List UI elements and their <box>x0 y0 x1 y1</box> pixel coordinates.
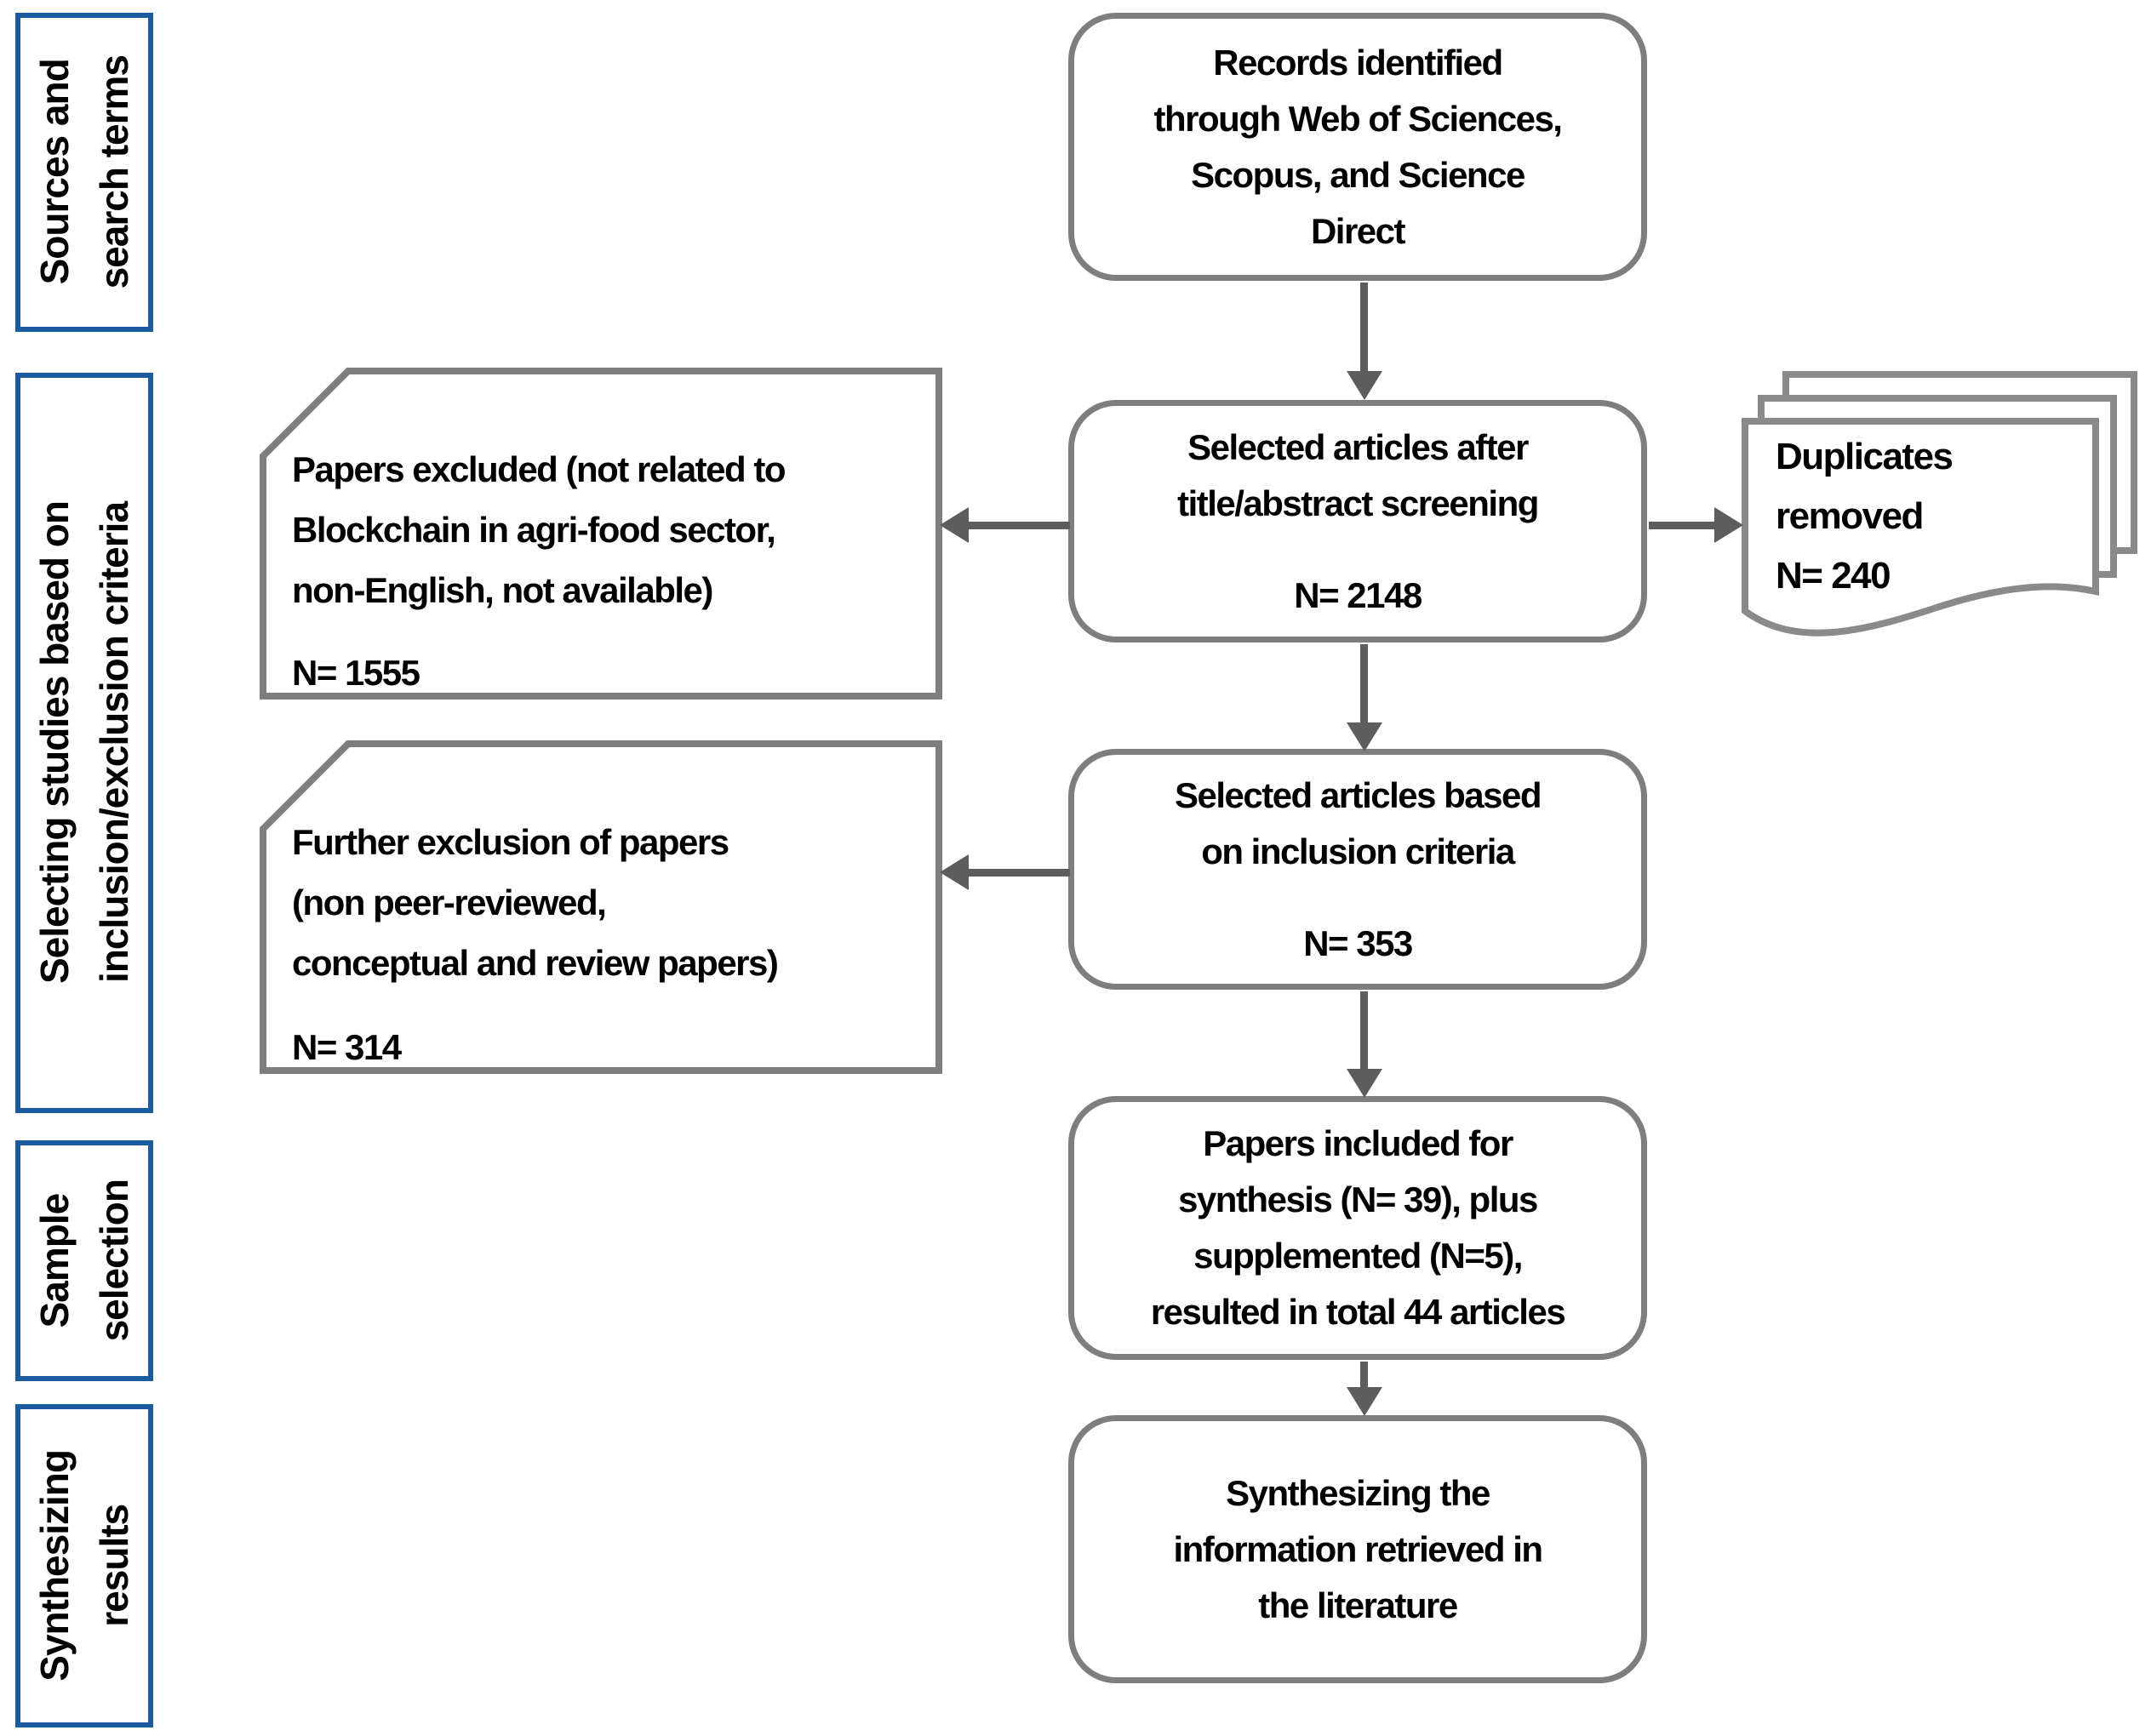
stage-box-synthesizing-results: Synthesizing results <box>15 1404 153 1727</box>
arrowhead-left-icon <box>940 854 969 890</box>
further-exclusion-box: Further exclusion of papers (non peer-re… <box>260 740 942 1074</box>
stage-box-selecting-studies: Selecting studies based on inclusion/exc… <box>15 373 153 1113</box>
notched-box-shape <box>260 368 942 700</box>
stage-box-sources-search-terms: Sources and search terms <box>15 13 153 332</box>
arrowhead-right-icon <box>1714 507 1743 543</box>
arrowhead-down-icon <box>1347 371 1382 400</box>
duplicates-removed-card: Duplicates removed N= 240 <box>1736 366 2145 655</box>
screening-text: Selected articles after title/abstract s… <box>1177 426 1539 523</box>
papers-excluded-box: Papers excluded (not related to Blockcha… <box>260 368 942 700</box>
inclusion-text: Selected articles based on inclusion cri… <box>1174 774 1542 871</box>
stage-box-sample-selection: Sample selection <box>15 1140 153 1381</box>
screening-count: N= 2148 <box>1294 574 1422 615</box>
stage-label: Sample selection <box>32 1179 136 1342</box>
records-identified-text: Records identified through Web of Scienc… <box>1153 42 1563 251</box>
arrowhead-down-icon <box>1347 1069 1382 1098</box>
inclusion-criteria-box: Selected articles based on inclusion cri… <box>1068 749 1647 990</box>
arrowhead-down-icon <box>1347 1387 1382 1416</box>
notched-box-shape <box>260 740 942 1074</box>
arrowhead-down-icon <box>1347 722 1382 751</box>
papers-excluded-text: Papers excluded (not related to Blockcha… <box>292 449 787 610</box>
arrowhead-left-icon <box>940 507 969 543</box>
stage-label: Sources and search terms <box>32 55 136 289</box>
duplicates-removed-text: Duplicates removed N= 240 <box>1776 436 1954 597</box>
title-abstract-screening-box: Selected articles after title/abstract s… <box>1068 400 1647 642</box>
papers-excluded-count: N= 1555 <box>292 653 420 693</box>
further-exclusion-text: Further exclusion of papers (non peer-re… <box>292 822 779 983</box>
papers-included-box: Papers included for synthesis (N= 39), p… <box>1068 1096 1647 1360</box>
stage-label: Synthesizing results <box>32 1450 136 1682</box>
inclusion-count: N= 353 <box>1303 922 1413 963</box>
synthesizing-text: Synthesizing the information retrieved i… <box>1173 1472 1543 1625</box>
further-exclusion-count: N= 314 <box>292 1027 402 1067</box>
document-stack-shape <box>1742 371 2137 637</box>
records-identified-box: Records identified through Web of Scienc… <box>1068 13 1647 281</box>
synthesizing-box: Synthesizing the information retrieved i… <box>1068 1415 1647 1683</box>
stage-label: Selecting studies based on inclusion/exc… <box>32 501 136 985</box>
papers-included-text: Papers included for synthesis (N= 39), p… <box>1150 1123 1566 1332</box>
